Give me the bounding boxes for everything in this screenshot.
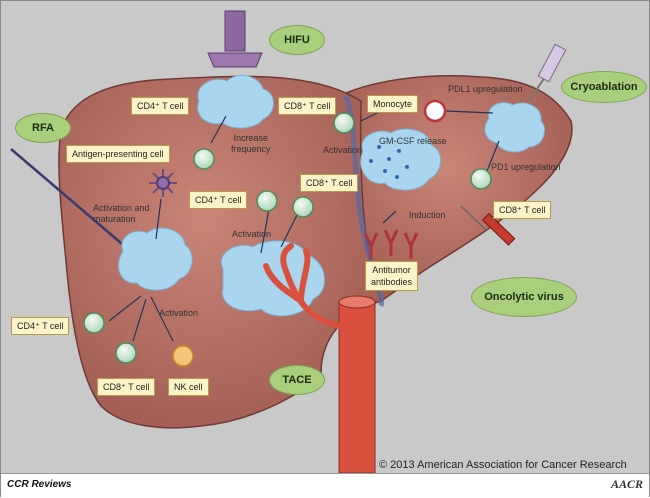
nk-cell-icon — [172, 345, 194, 367]
treatment-rfa: RFA — [15, 113, 71, 143]
treatment-hifu: HIFU — [269, 25, 325, 55]
box-cd4-top: CD4⁺ T cell — [131, 97, 190, 115]
box-cd8-top: CD8⁺ T cell — [278, 97, 337, 115]
label-increase-frequency: Increase frequency — [231, 133, 271, 154]
box-monocyte: Monocyte — [367, 95, 419, 113]
box-cd8-mid: CD8⁺ T cell — [300, 174, 359, 192]
label-activation-maturation: Activation and maturation — [93, 203, 150, 224]
box-cd4-mid: CD4⁺ T cell — [189, 191, 248, 209]
t-cell-cd4-left — [83, 312, 105, 334]
copyright-text: © 2013 American Association for Cancer R… — [379, 459, 627, 471]
label-pd1: PD1 upregulation — [491, 162, 561, 172]
box-cd8-bottom: CD8⁺ T cell — [97, 378, 156, 396]
antibody-3 — [403, 232, 419, 259]
label-induction: Induction — [409, 210, 446, 220]
t-cells — [83, 112, 492, 364]
treatment-tace: TACE — [269, 365, 325, 395]
hepatic-artery-top — [338, 295, 376, 309]
box-nk: NK cell — [168, 378, 209, 396]
gmcsf-dots — [369, 145, 409, 179]
antibody-2 — [383, 229, 399, 256]
box-antibodies: Antitumor antibodies — [365, 261, 419, 291]
label-activation-mid: Activation — [232, 229, 272, 239]
hifu-device-stem — [224, 10, 246, 52]
tumor-center — [360, 128, 441, 191]
treatment-cryoablation: Cryoablation — [561, 71, 647, 103]
apc-cell-icon — [149, 169, 177, 197]
journal-name: CCR Reviews — [7, 479, 72, 490]
label-pdl1: PDL1 upregulation — [448, 84, 523, 94]
t-cell-increase — [193, 148, 215, 170]
monocyte-cell-icon — [423, 99, 447, 123]
t-cell-cd8-bottom — [115, 342, 137, 364]
box-cd8-right: CD8⁺ T cell — [493, 201, 552, 219]
tumor-cryo — [484, 102, 545, 153]
box-apc: Antigen-presenting cell — [66, 145, 170, 163]
treatment-oncolytic-virus: Oncolytic virus — [471, 277, 577, 317]
t-cell-cd4-mid — [256, 190, 278, 212]
t-cell-pd1 — [470, 168, 492, 190]
t-cell-cd8-mid — [292, 196, 314, 218]
tumor-rfa — [118, 227, 193, 291]
cryo-probe-handle — [537, 43, 567, 83]
liver-left-lobe — [58, 75, 382, 429]
label-gmcsf: GM-CSF release — [379, 136, 447, 146]
antibody-1 — [363, 232, 379, 259]
box-cd4-left: CD4⁺ T cell — [11, 317, 70, 335]
t-cell-activation-top — [333, 112, 355, 134]
footer-bar: CCR Reviews AACR — [1, 473, 649, 498]
tumor-hifu — [197, 74, 274, 129]
oncolytic-syringe-needle — [460, 205, 486, 230]
hepatic-artery — [338, 300, 376, 474]
arrows — [108, 110, 500, 342]
hifu-device-head — [207, 52, 263, 68]
oncolytic-syringe-body — [481, 212, 516, 246]
artery-branches — [263, 243, 344, 329]
label-activation-bottom: Activation — [159, 308, 199, 318]
label-activation-top: Activation — [323, 145, 363, 155]
aacr-logo: AACR — [610, 477, 643, 491]
